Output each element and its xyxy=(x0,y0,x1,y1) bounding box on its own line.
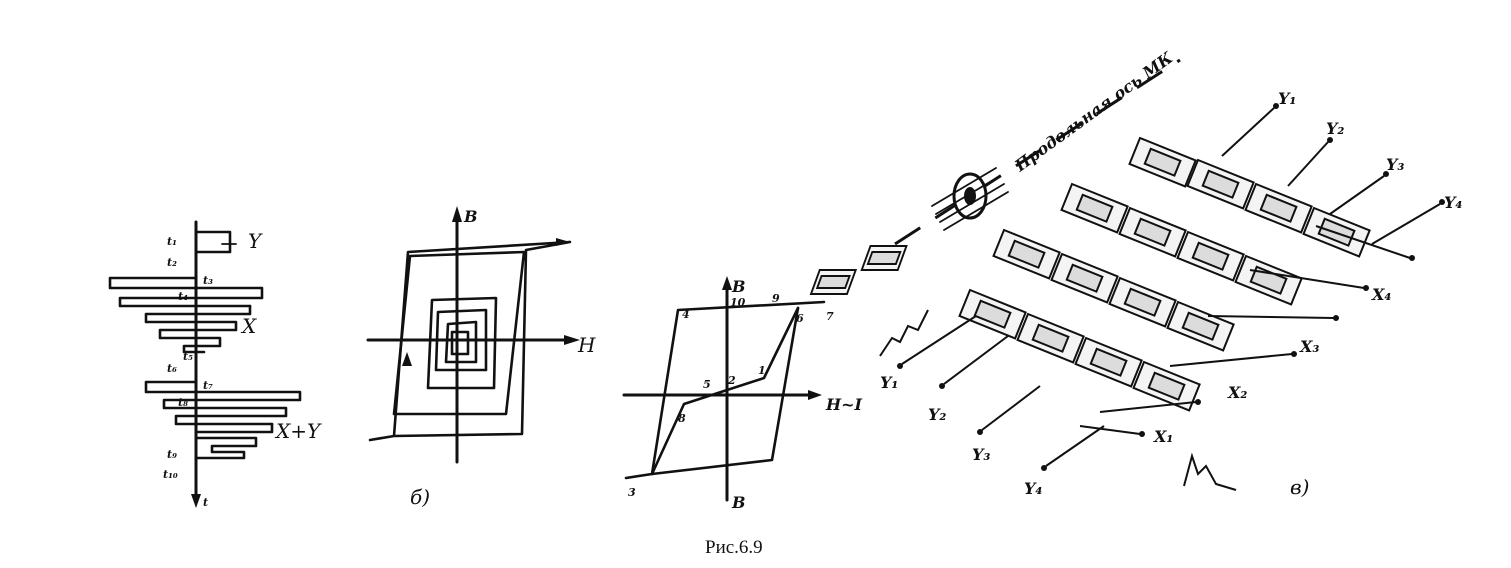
panel-b-loop-3 xyxy=(426,296,498,390)
panel-d-left-terminals xyxy=(809,245,929,357)
panel-d-x3-label: X₃ xyxy=(1299,337,1319,356)
panel-c-point-6: 6 xyxy=(796,312,804,325)
panel-d-core-row-3 xyxy=(992,228,1235,352)
panel-c-b-bottom-label: B xyxy=(731,493,746,512)
panel-a-t-mark-9: t₉ xyxy=(167,448,177,461)
panel-d-x-wires xyxy=(1079,225,1415,437)
panel-b-loop-2 xyxy=(392,250,526,416)
panel-d-y2-left-label: Y₂ xyxy=(928,405,946,424)
panel-a-x-label: X xyxy=(240,314,257,338)
panel-c-point-1: 1 xyxy=(758,364,766,377)
panel-a-t-mark-3: t₃ xyxy=(203,274,213,287)
panel-b-arrow-top xyxy=(556,238,570,246)
panel-d-letter: в) xyxy=(1290,475,1309,499)
panel-d-y4-left-label: Y₄ xyxy=(1024,479,1042,498)
panel-c-h-arrow xyxy=(808,390,822,400)
panel-c-b-arrow xyxy=(722,276,732,290)
panel-a-t-mark-2: t₂ xyxy=(167,256,177,269)
panel-b-loop-4 xyxy=(434,308,488,372)
panel-d-x2-label: X₂ xyxy=(1227,383,1247,402)
panel-c-point-9: 9 xyxy=(772,292,780,305)
panel-a-y-pulse xyxy=(194,230,232,254)
panel-a-t-mark-4: t₄ xyxy=(178,290,188,303)
panel-c-loop xyxy=(624,300,826,480)
panel-d-core-row-4 xyxy=(958,288,1201,412)
panel-c-rectangular-loop: B B H~I 1 2 3 4 5 6 7 8 9 10 xyxy=(622,276,863,512)
panel-a-x-pulses xyxy=(108,276,264,354)
panel-a-t-mark-7: t₇ xyxy=(203,379,213,392)
panel-a-t-label: t xyxy=(203,496,208,509)
panel-b-b-label: B xyxy=(463,207,478,226)
panel-b-loop-5 xyxy=(444,320,478,364)
panel-b-b-arrow xyxy=(452,206,462,222)
panel-c-point-7: 7 xyxy=(826,310,834,323)
panel-b-h-label: H xyxy=(577,333,596,357)
panel-b-letter: б) xyxy=(410,485,430,509)
panel-b-h-arrow xyxy=(564,335,580,345)
panel-d-single-core-icon xyxy=(931,167,1009,231)
panel-b-hysteresis-loops: B H б) xyxy=(366,206,596,509)
panel-c-initial-curve xyxy=(650,306,800,476)
panel-c-h-label: H~I xyxy=(825,395,863,414)
panel-c-point-3: 3 xyxy=(628,486,636,499)
panel-a-timing-diagram: Y X X+Y t₁ t₂ t₃ t₄ t₅ t₆ t₇ t₈ t₉ t₁₀ t xyxy=(108,220,322,509)
panel-a-t-mark-10: t₁₀ xyxy=(163,468,178,481)
panel-d-y1-left-label: Y₁ xyxy=(880,373,898,392)
figure-caption: Рис.6.9 xyxy=(705,537,763,558)
panel-d-axis-dashed-line xyxy=(894,58,1181,246)
panel-c-point-10: 10 xyxy=(730,296,746,309)
panel-d-core-row-2 xyxy=(1060,182,1303,306)
panel-a-t-mark-5: t₅ xyxy=(183,350,193,363)
panel-c-point-4: 4 xyxy=(682,308,690,321)
panel-d-x4-label: X₄ xyxy=(1371,285,1391,304)
panel-d-y-wires-right xyxy=(1221,103,1445,245)
panel-d-sketch-stroke xyxy=(1183,452,1237,491)
panel-a-t-mark-8: t₈ xyxy=(178,396,188,409)
panel-d-x1-label: X₁ xyxy=(1153,427,1173,446)
panel-c-point-5: 5 xyxy=(703,378,711,391)
panel-d-y3-left-label: Y₃ xyxy=(972,445,990,464)
panel-d-core-matrix: Продольная ось МК xyxy=(809,48,1462,499)
panel-d-y1-right-label: Y₁ xyxy=(1278,89,1296,108)
panel-c-b-top-label: B xyxy=(731,277,746,296)
panel-a-t-mark-1: t₁ xyxy=(167,235,177,248)
panel-a-t-mark-6: t₆ xyxy=(167,362,177,375)
panel-a-xy-pulses xyxy=(144,380,302,460)
panel-a-y-label: Y xyxy=(248,229,263,253)
panel-d-y-wires-left xyxy=(897,315,1105,471)
panel-c-point-2: 2 xyxy=(727,374,736,387)
panel-c-point-8: 8 xyxy=(678,412,686,425)
panel-a-time-arrow xyxy=(191,494,201,508)
panel-d-y2-right-label: Y₂ xyxy=(1326,119,1344,138)
panel-b-loop-inner xyxy=(450,330,470,356)
panel-d-y4-right-label: Y₄ xyxy=(1444,193,1462,212)
panel-b-arrow-left xyxy=(402,352,412,366)
panel-a-xy-label: X+Y xyxy=(274,419,322,443)
panel-d-y3-right-label: Y₃ xyxy=(1386,155,1404,174)
